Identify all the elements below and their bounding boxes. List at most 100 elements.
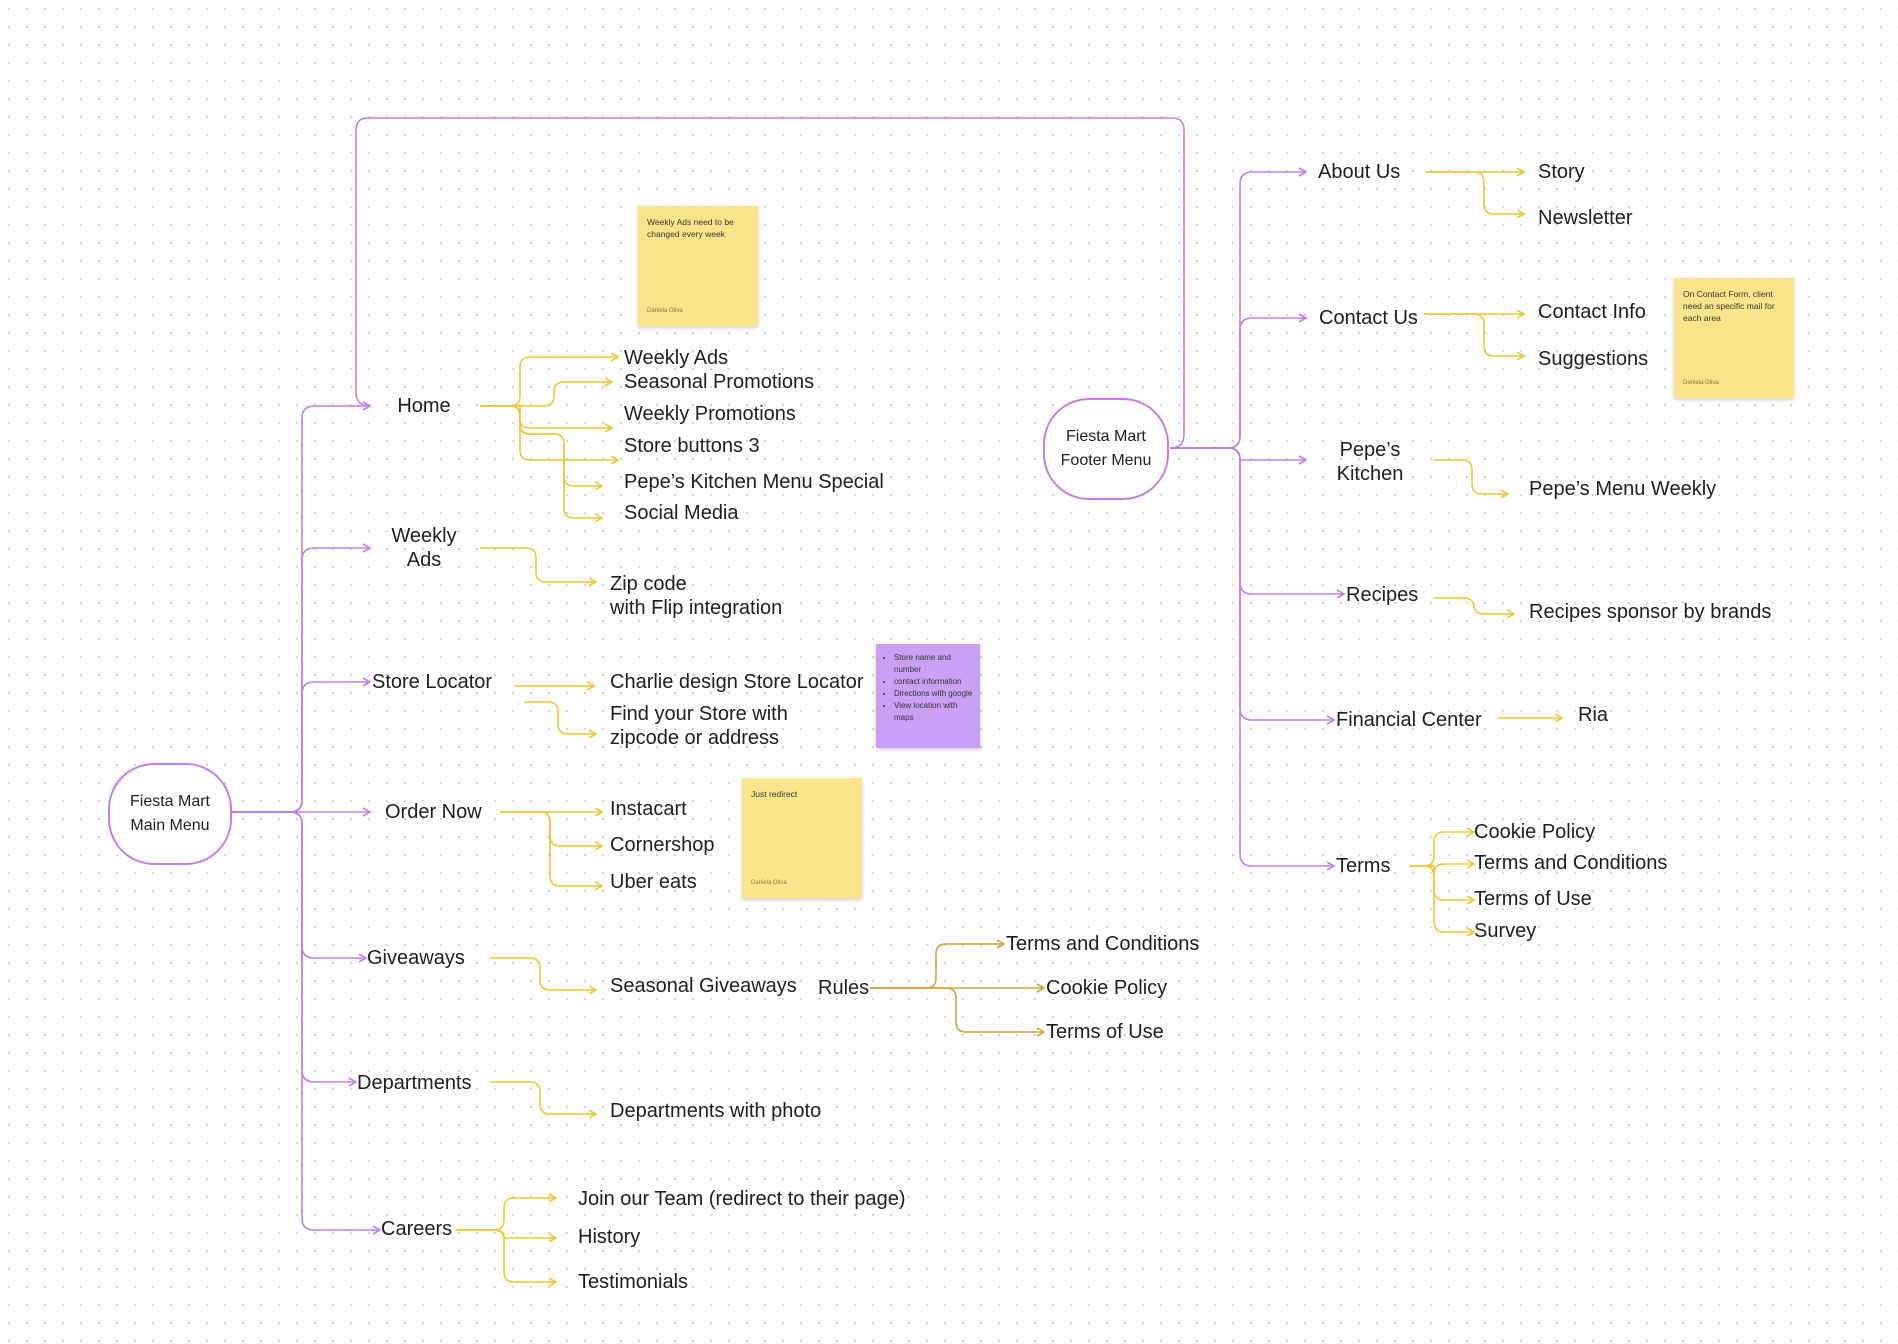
node-terms-and-conditions[interactable]: Terms and Conditions <box>1474 852 1668 874</box>
node-home-weekly-promotions[interactable]: Weekly Promotions <box>624 403 796 425</box>
connector-main-weekly-ads <box>232 543 372 813</box>
node-contact-us[interactable]: Contact Us <box>1319 307 1418 329</box>
node-order-now[interactable]: Order Now <box>385 801 482 823</box>
node-rules-terms-conditions[interactable]: Terms and Conditions <box>1006 933 1200 955</box>
node-cornershop[interactable]: Cornershop <box>610 834 715 856</box>
node-rules-cookie-policy[interactable]: Cookie Policy <box>1046 977 1168 999</box>
sticky-note-author: Daniela Oliva <box>751 880 787 886</box>
node-terms[interactable]: Terms <box>1336 855 1391 877</box>
node-rules-terms-of-use[interactable]: Terms of Use <box>1046 1021 1164 1043</box>
sticky-note-list: Store name and number contact informatio… <box>882 652 974 724</box>
connector-home-weekly-promos <box>480 405 614 433</box>
sticky-note-item: Directions with google <box>894 688 974 700</box>
node-recipes[interactable]: Recipes <box>1346 584 1419 606</box>
node-terms-cookie-policy[interactable]: Cookie Policy <box>1474 821 1596 843</box>
node-home-weekly-ads[interactable]: Weekly Ads <box>624 347 729 369</box>
connector-about-newsletter <box>1426 171 1526 219</box>
connector-footer-pepes <box>1170 447 1308 465</box>
node-survey[interactable]: Survey <box>1474 920 1537 942</box>
connector-order-cornershop <box>500 811 604 851</box>
connector-pepes-weekly <box>1434 459 1510 499</box>
node-recipes-sponsor[interactable]: Recipes sponsor by brands <box>1529 601 1772 623</box>
main-menu-root[interactable]: Fiesta Mart Main Menu <box>108 763 232 865</box>
node-store-locator[interactable]: Store Locator <box>372 671 493 693</box>
sticky-note-text: Just redirect <box>751 789 798 799</box>
node-instacart[interactable]: Instacart <box>610 798 687 820</box>
connector-careers-testimonials <box>456 1229 558 1287</box>
node-terms-of-use[interactable]: Terms of Use <box>1474 888 1592 910</box>
connector-footer-terms <box>1170 447 1336 871</box>
node-zip-code[interactable]: Zip code with Flip integration <box>610 573 783 619</box>
connector-contact-suggestions <box>1424 313 1526 361</box>
sticky-note-text: On Contact Form, client need an specific… <box>1683 289 1775 323</box>
node-about-us[interactable]: About Us <box>1318 161 1401 183</box>
connector-giveaways-seasonal <box>490 957 598 995</box>
node-rules[interactable]: Rules <box>818 977 870 999</box>
node-departments[interactable]: Departments <box>357 1072 472 1094</box>
node-weekly-ads[interactable]: Weekly Ads <box>391 525 457 571</box>
connector-rules-terms-of-use <box>870 987 1046 1037</box>
sticky-note-item: contact information <box>894 676 974 688</box>
node-testimonials[interactable]: Testimonials <box>578 1271 689 1293</box>
sticky-note-store-locator[interactable]: Store name and number contact informatio… <box>876 644 980 748</box>
node-financial-center[interactable]: Financial Center <box>1336 709 1482 731</box>
node-home-store-buttons[interactable]: Store buttons 3 <box>624 435 760 457</box>
connector-main-home <box>232 401 372 813</box>
connector-careers-join <box>456 1193 558 1231</box>
connector-home-seasonal <box>480 377 614 407</box>
connector-departments-photo <box>490 1081 598 1119</box>
node-contact-info[interactable]: Contact Info <box>1538 301 1646 323</box>
node-home-social-media[interactable]: Social Media <box>624 502 739 524</box>
node-charlie-store-locator[interactable]: Charlie design Store Locator <box>610 671 864 693</box>
node-newsletter[interactable]: Newsletter <box>1538 207 1633 229</box>
node-ria[interactable]: Ria <box>1578 704 1609 726</box>
sticky-note-author: Daniela Oliva <box>1683 380 1719 386</box>
node-uber-eats[interactable]: Uber eats <box>610 871 697 893</box>
node-giveaways[interactable]: Giveaways <box>367 947 465 969</box>
node-departments-photo[interactable]: Departments with photo <box>610 1100 822 1122</box>
connector-home-pepes <box>480 405 604 491</box>
connector-footer-contact <box>1170 313 1308 449</box>
sticky-note-item: Store name and number <box>894 652 974 676</box>
connector-store-find <box>524 701 598 739</box>
node-home[interactable]: Home <box>397 395 451 417</box>
connector-footer-to-home <box>355 117 1185 449</box>
connector-home-social <box>480 405 604 523</box>
node-join-our-team[interactable]: Join our Team (redirect to their page) <box>578 1188 906 1210</box>
connector-order-ubereats <box>500 811 604 891</box>
sticky-note-author: Daniela Oliva <box>647 308 683 314</box>
node-careers[interactable]: Careers <box>381 1218 453 1240</box>
connector-main-careers <box>232 811 382 1235</box>
connector-home-store-buttons <box>480 405 620 465</box>
connector-careers-history <box>456 1229 558 1243</box>
sticky-note-item: View location with maps <box>894 700 974 724</box>
node-seasonal-giveaways[interactable]: Seasonal Giveaways <box>610 975 797 997</box>
footer-menu-root[interactable]: Fiesta Mart Footer Menu <box>1043 398 1169 500</box>
connector-main-store-locator <box>232 677 372 813</box>
connector-main-departments <box>232 811 358 1087</box>
node-history[interactable]: History <box>578 1226 641 1248</box>
sticky-note-text: Weekly Ads need to be changed every week <box>647 217 734 239</box>
node-story[interactable]: Story <box>1538 161 1585 183</box>
connector-terms-survey <box>1410 865 1476 937</box>
node-pepes-kitchen[interactable]: Pepe’s Kitchen <box>1336 439 1404 485</box>
sticky-note-weekly-ads[interactable]: Weekly Ads need to be changed every week… <box>638 206 758 326</box>
connector-footer-about <box>1170 167 1308 449</box>
connector-weeklyads-zip <box>480 547 598 587</box>
connector-footer-financial <box>1170 447 1336 725</box>
connector-main-giveaways <box>232 811 368 963</box>
node-suggestions[interactable]: Suggestions <box>1538 348 1649 370</box>
node-home-pepes-kitchen[interactable]: Pepe’s Kitchen Menu Special <box>624 471 884 493</box>
connector-terms-of-use <box>1410 865 1476 905</box>
connector-rules-terms <box>870 939 1006 989</box>
connector-terms-cookie <box>1423 827 1476 867</box>
connector-recipes-sponsor <box>1434 597 1516 619</box>
sticky-note-order[interactable]: Just redirect Daniela Oliva <box>742 778 862 898</box>
node-find-your-store[interactable]: Find your Store with zipcode or address <box>610 703 788 749</box>
node-home-seasonal-promotions[interactable]: Seasonal Promotions <box>624 371 815 393</box>
connector-footer-recipes <box>1170 447 1346 599</box>
node-pepes-menu-weekly[interactable]: Pepe’s Menu Weekly <box>1529 478 1717 500</box>
sticky-note-contact[interactable]: On Contact Form, client need an specific… <box>1674 278 1794 398</box>
